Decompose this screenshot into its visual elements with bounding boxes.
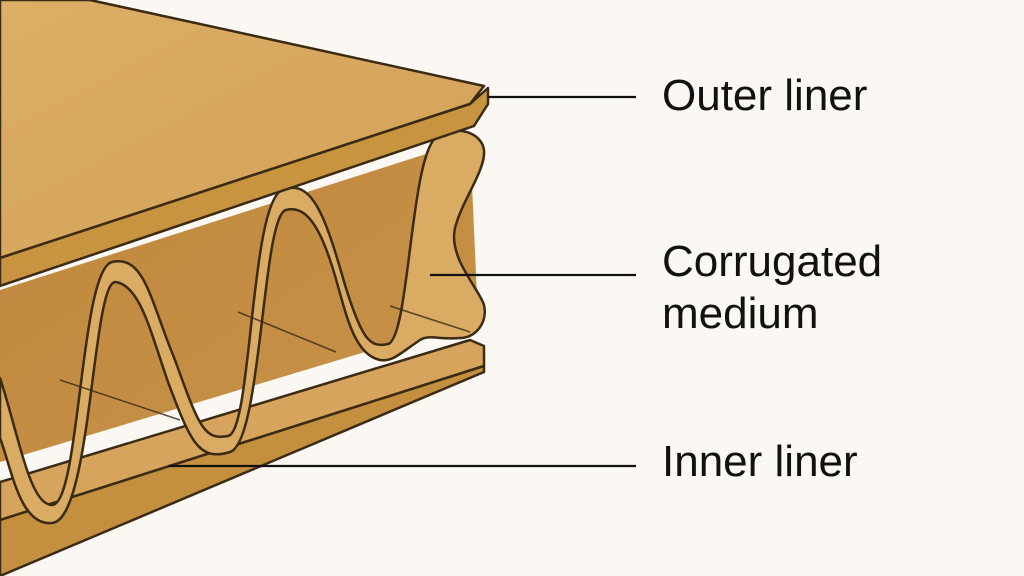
corrugated-medium-label: Corrugated medium	[662, 236, 882, 340]
outer-liner-text: Outer liner	[662, 71, 868, 120]
flute-fold-lines	[59, 305, 471, 421]
inner-liner-edge	[0, 364, 486, 576]
outer-liner-label: Outer liner	[662, 70, 867, 122]
outer-liner	[0, 0, 486, 260]
corrugated-medium-text-line2: medium	[662, 289, 819, 338]
outer-liner-edge	[0, 86, 490, 288]
corrugated-medium	[0, 129, 487, 525]
inner-liner-text: Inner liner	[662, 437, 858, 486]
interior-cavity	[0, 140, 478, 462]
inner-liner-label: Inner liner	[662, 436, 858, 488]
corrugated-medium-text-line1: Corrugated	[662, 237, 883, 286]
